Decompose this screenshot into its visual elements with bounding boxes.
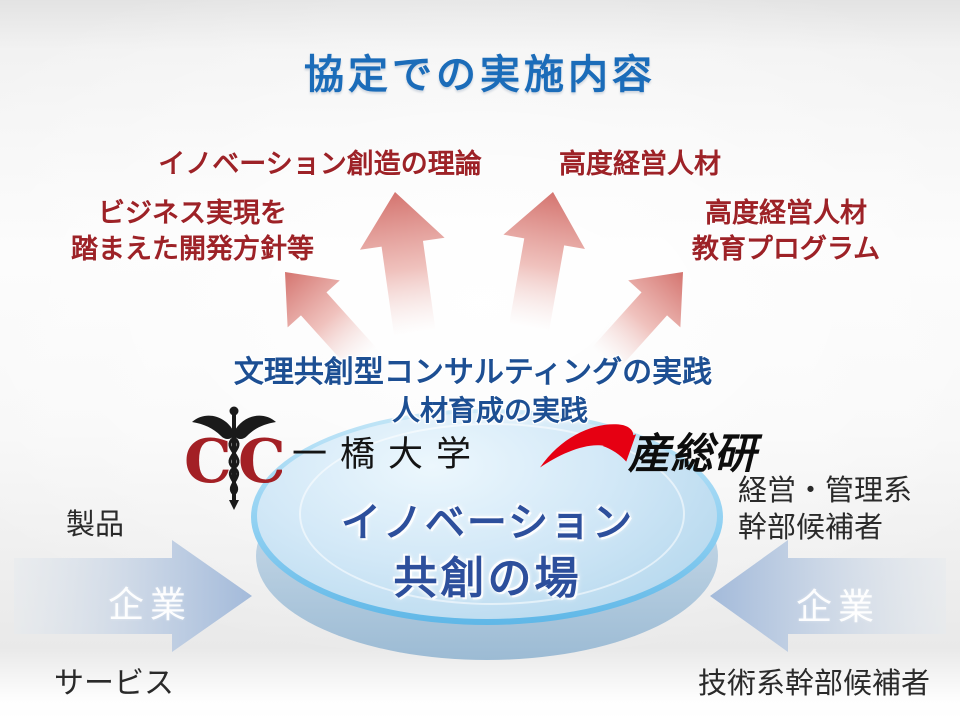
company-inflow-arrow-right <box>710 540 946 652</box>
outcome-business-policy-line2: 踏まえた開発方針等 <box>71 234 314 265</box>
fan-arrow-left <box>285 272 377 371</box>
university-name: 一橋大学 <box>292 435 485 475</box>
outcome-innovation-theory: イノベーション創造の理論 <box>158 149 482 180</box>
disc-title-line2: 共創の場 <box>393 553 582 604</box>
outcome-business-policy: ビジネス実現を 踏まえた開発方針等 <box>20 196 365 268</box>
page-title: 協定での実施内容 <box>304 52 656 98</box>
right-flow-company-label: 企業 <box>795 587 880 628</box>
disc-inner-ring <box>299 423 685 605</box>
practice-hrd: 人材育成の実践 <box>391 394 588 427</box>
right-flow-management-line1: 経営・管理系 <box>738 473 913 507</box>
aist-logo-swoosh-icon <box>540 424 637 468</box>
left-flow-product-label: 製品 <box>66 507 125 541</box>
hitotsubashi-emblem-icon: C C <box>186 406 282 510</box>
institute-name: 産総研 <box>628 429 758 478</box>
outcome-education-program-line1: 高度経営人材 <box>705 198 867 229</box>
right-flow-management-label: 経営・管理系 幹部候補者 <box>738 472 912 546</box>
outcome-business-policy-line1: ビジネス実現を <box>98 198 287 229</box>
fan-arrow-mid-right <box>503 192 585 332</box>
right-flow-technical-label: 技術系幹部候補者 <box>698 666 931 700</box>
outcome-education-program-line2: 教育プログラム <box>691 234 881 265</box>
outcome-executive-talent: 高度経営人材 <box>559 149 721 180</box>
outcome-education-program: 高度経営人材 教育プログラム <box>612 196 960 268</box>
svg-text:C: C <box>238 427 282 497</box>
fan-arrow-right <box>591 272 683 371</box>
left-flow-company-label: 企業 <box>107 585 192 626</box>
left-flow-service-label: サービス <box>54 666 174 701</box>
fan-arrow-mid-left <box>359 192 445 337</box>
right-flow-management-line2: 幹部候補者 <box>738 510 884 544</box>
svg-text:C: C <box>186 427 232 497</box>
disc-title-line1: イノベーション <box>340 500 635 546</box>
practice-consulting: 文理共創型コンサルティングの実践 <box>233 355 713 390</box>
company-inflow-arrow-left <box>14 540 252 652</box>
